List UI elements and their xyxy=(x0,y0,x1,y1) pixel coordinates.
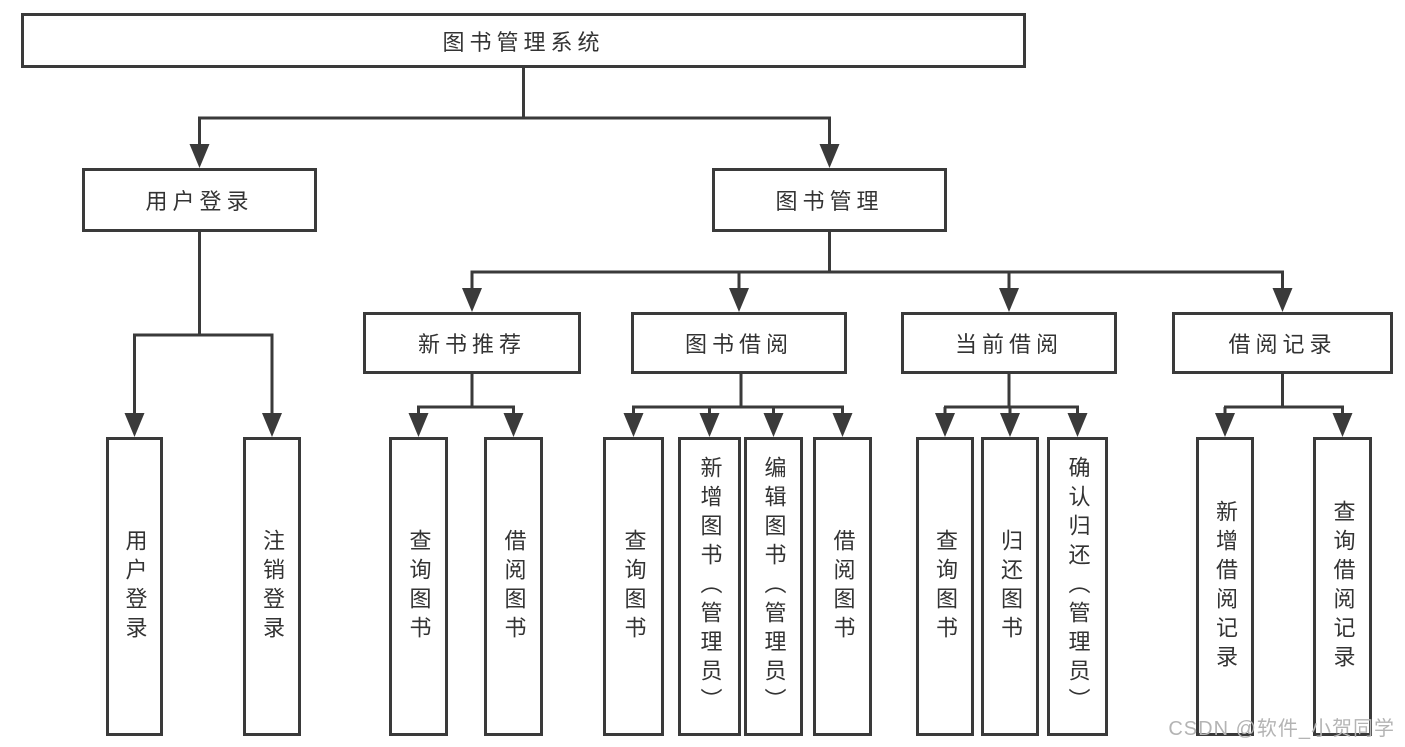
leaf-user-login: 用户登录 xyxy=(106,437,163,736)
leaf-return-books: 归还图书 xyxy=(981,437,1039,736)
leaf-add-borrow-record-label: 新增借阅记录 xyxy=(1213,499,1238,674)
leaf-query-books-1-label: 查询图书 xyxy=(406,528,432,645)
leaf-query-books-3: 查询图书 xyxy=(916,437,974,736)
leaf-return-books-label: 归还图书 xyxy=(998,528,1023,645)
node-user-login-branch: 用户登录 xyxy=(82,168,317,232)
leaf-confirm-return-admin: 确认归还（管理员） xyxy=(1047,437,1108,736)
leaf-add-book-admin-label: 新增图书（管理员） xyxy=(697,456,723,717)
node-new-book-recommend: 新书推荐 xyxy=(363,312,581,374)
leaf-logout: 注销登录 xyxy=(243,437,301,736)
leaf-borrow-books-2-label: 借阅图书 xyxy=(830,528,856,645)
leaf-add-book-admin: 新增图书（管理员） xyxy=(678,437,741,736)
leaf-confirm-return-admin-label: 确认归还（管理员） xyxy=(1065,456,1091,717)
leaf-borrow-books-1: 借阅图书 xyxy=(484,437,543,736)
leaf-query-books-2-label: 查询图书 xyxy=(621,528,647,645)
leaf-query-books-3-label: 查询图书 xyxy=(933,528,958,645)
leaf-edit-book-admin: 编辑图书（管理员） xyxy=(744,437,803,736)
leaf-logout-label: 注销登录 xyxy=(260,528,285,645)
leaf-query-borrow-record: 查询借阅记录 xyxy=(1313,437,1372,736)
node-current-borrow: 当前借阅 xyxy=(901,312,1117,374)
leaf-user-login-label: 用户登录 xyxy=(122,528,148,645)
leaf-borrow-books-1-label: 借阅图书 xyxy=(501,528,527,645)
node-book-borrow: 图书借阅 xyxy=(631,312,847,374)
leaf-query-borrow-record-label: 查询借阅记录 xyxy=(1330,499,1356,674)
leaf-edit-book-admin-label: 编辑图书（管理员） xyxy=(761,456,787,717)
node-borrow-records: 借阅记录 xyxy=(1172,312,1393,374)
leaf-borrow-books-2: 借阅图书 xyxy=(813,437,872,736)
node-book-management-branch: 图书管理 xyxy=(712,168,947,232)
leaf-add-borrow-record: 新增借阅记录 xyxy=(1196,437,1254,736)
node-root: 图书管理系统 xyxy=(21,13,1026,68)
leaf-query-books-2: 查询图书 xyxy=(603,437,664,736)
leaf-query-books-1: 查询图书 xyxy=(389,437,448,736)
watermark: CSDN @软件_小贺同学 xyxy=(1168,718,1395,740)
